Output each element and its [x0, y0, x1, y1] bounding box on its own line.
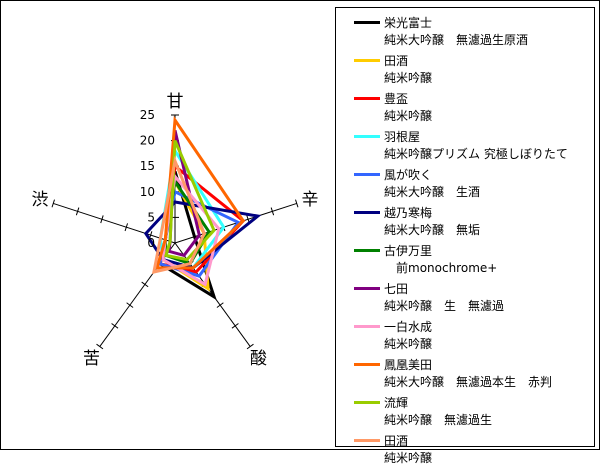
legend-series-subtitle: 前monochrome+: [396, 261, 498, 275]
legend-series-name: 羽根屋: [384, 130, 421, 144]
axis-tick: [124, 223, 129, 232]
tick-label: 20: [140, 134, 155, 148]
axis-tick: [246, 343, 254, 350]
legend-row: 古伊万里: [354, 242, 594, 259]
legend-entry: 栄光富士純米大吟醸 無濾過生原酒: [354, 14, 594, 52]
legend-series-name: 田酒: [384, 54, 409, 68]
legend-series-subtitle: 純米大吟醸 生酒: [384, 185, 481, 199]
axis-label-2: 辛: [302, 190, 319, 210]
legend-series-name: 鳳凰美田: [384, 358, 433, 372]
legend-row: 栄光富士: [354, 14, 594, 31]
legend-row: 流輝: [354, 394, 594, 411]
legend-entry: 豊盃純米吟醸: [354, 90, 594, 128]
axis-tick: [231, 323, 239, 329]
legend-row: 豊盃: [354, 90, 594, 107]
legend-entry: 古伊万里前monochrome+: [354, 242, 594, 280]
axis-tick: [96, 343, 104, 350]
series-line-11: [164, 140, 216, 262]
legend-entry: 越乃寒梅純米大吟醸 無垢: [354, 204, 594, 242]
axis-label-3: 酸: [250, 349, 267, 369]
legend-row: 七田: [354, 280, 594, 297]
radar-chart: 5 10 15 20 25 0 甘辛酸 苦 渋: [31, 92, 318, 369]
tick-label: 15: [140, 159, 155, 173]
axis-label-1: 甘: [167, 92, 184, 112]
legend-series-name: 田酒: [384, 434, 409, 448]
series-line-6: [143, 200, 262, 270]
axis-tick: [126, 302, 134, 308]
axis-tick: [51, 199, 55, 208]
legend-series-subtitle: 純米吟醸: [384, 109, 433, 123]
axis-tick: [141, 281, 149, 288]
legend-series-subtitle: 純米大吟醸 無垢: [384, 223, 481, 237]
legend-series-name: 一白水成: [384, 320, 433, 334]
legend-swatch: [354, 325, 380, 328]
legend-swatch: [354, 97, 380, 100]
legend-row: 羽根屋: [354, 128, 594, 145]
legend-series-subtitle: 純米吟醸: [384, 451, 433, 465]
axis-line-5: [53, 202, 176, 244]
legend-swatch: [354, 135, 380, 138]
legend-swatch: [354, 439, 380, 442]
legend-series-subtitle: 純米吟醸: [384, 71, 433, 85]
legend-entry: 鳳凰美田純米大吟醸 無濾過本生 赤判: [354, 356, 594, 394]
tick-label: 10: [140, 185, 155, 199]
legend-entry: 風が吹く純米大吟醸 生酒: [354, 166, 594, 204]
legend-entry: 羽根屋純米吟醸プリズム 究極しぼりたて: [354, 128, 594, 166]
legend-series-subtitle: 純米大吟醸 無濾過生原酒: [384, 33, 529, 47]
legend-series-name: 古伊万里: [384, 244, 433, 258]
legend-series-subtitle: 純米吟醸 無濾過生: [384, 413, 493, 427]
legend-row: 一白水成: [354, 318, 594, 335]
axis-label-4: 苦: [83, 349, 100, 369]
legend-series-name: 越乃寒梅: [384, 206, 433, 220]
legend-swatch: [354, 21, 380, 24]
legend-swatch: [354, 249, 380, 252]
legend-series-subtitle: 純米吟醸プリズム 究極しぼりたて: [384, 147, 568, 161]
legend-row: 風が吹く: [354, 166, 594, 183]
legend-swatch: [354, 287, 380, 290]
legend-series-name: 豊盃: [384, 92, 409, 106]
legend-series-name: 七田: [384, 282, 409, 296]
radar-labels: 5 10 15 20 25 0 甘辛酸 苦 渋: [31, 92, 318, 369]
legend-series-subtitle: 純米吟醸: [384, 337, 433, 351]
tick-label: 5: [147, 210, 155, 224]
axis-tick: [295, 199, 299, 208]
legend-entry: 一白水成純米吟醸: [354, 318, 594, 356]
axis-tick: [111, 323, 119, 329]
tick-label: 0: [147, 236, 155, 250]
legend-row: 田酒: [354, 432, 594, 449]
legend-entry: 田酒純米吟醸: [354, 52, 594, 90]
legend: 栄光富士純米大吟醸 無濾過生原酒田酒純米吟醸豊盃純米吟醸羽根屋純米吟醸プリズム …: [335, 7, 595, 465]
legend-swatch: [354, 173, 380, 176]
legend-swatch: [354, 363, 380, 366]
series-line-12: [151, 155, 206, 274]
legend-series-name: 流輝: [384, 396, 409, 410]
legend-row: 田酒: [354, 52, 594, 69]
legend-swatch: [354, 59, 380, 62]
legend-swatch: [354, 401, 380, 404]
legend-entry: 田酒純米吟醸: [354, 432, 594, 470]
legend-series-subtitle: 純米吟醸 生 無濾過: [384, 299, 505, 313]
legend-entry: 流輝純米吟醸 無濾過生: [354, 394, 594, 432]
tick-label: 25: [140, 108, 155, 122]
legend-row: 越乃寒梅: [354, 204, 594, 221]
axis-tick: [270, 207, 275, 216]
radar-series: [143, 115, 262, 301]
legend-series-subtitle: 純米大吟醸 無濾過本生 赤判: [384, 375, 553, 389]
legend-series-name: 風が吹く: [384, 168, 433, 182]
legend-series-name: 栄光富士: [384, 16, 433, 30]
legend-swatch: [354, 211, 380, 214]
axis-tick: [216, 302, 224, 308]
axis-label-5: 渋: [31, 190, 48, 210]
legend-entry: 七田純米吟醸 生 無濾過: [354, 280, 594, 318]
axis-tick: [100, 215, 104, 224]
legend-row: 鳳凰美田: [354, 356, 594, 373]
axis-tick: [75, 207, 80, 216]
